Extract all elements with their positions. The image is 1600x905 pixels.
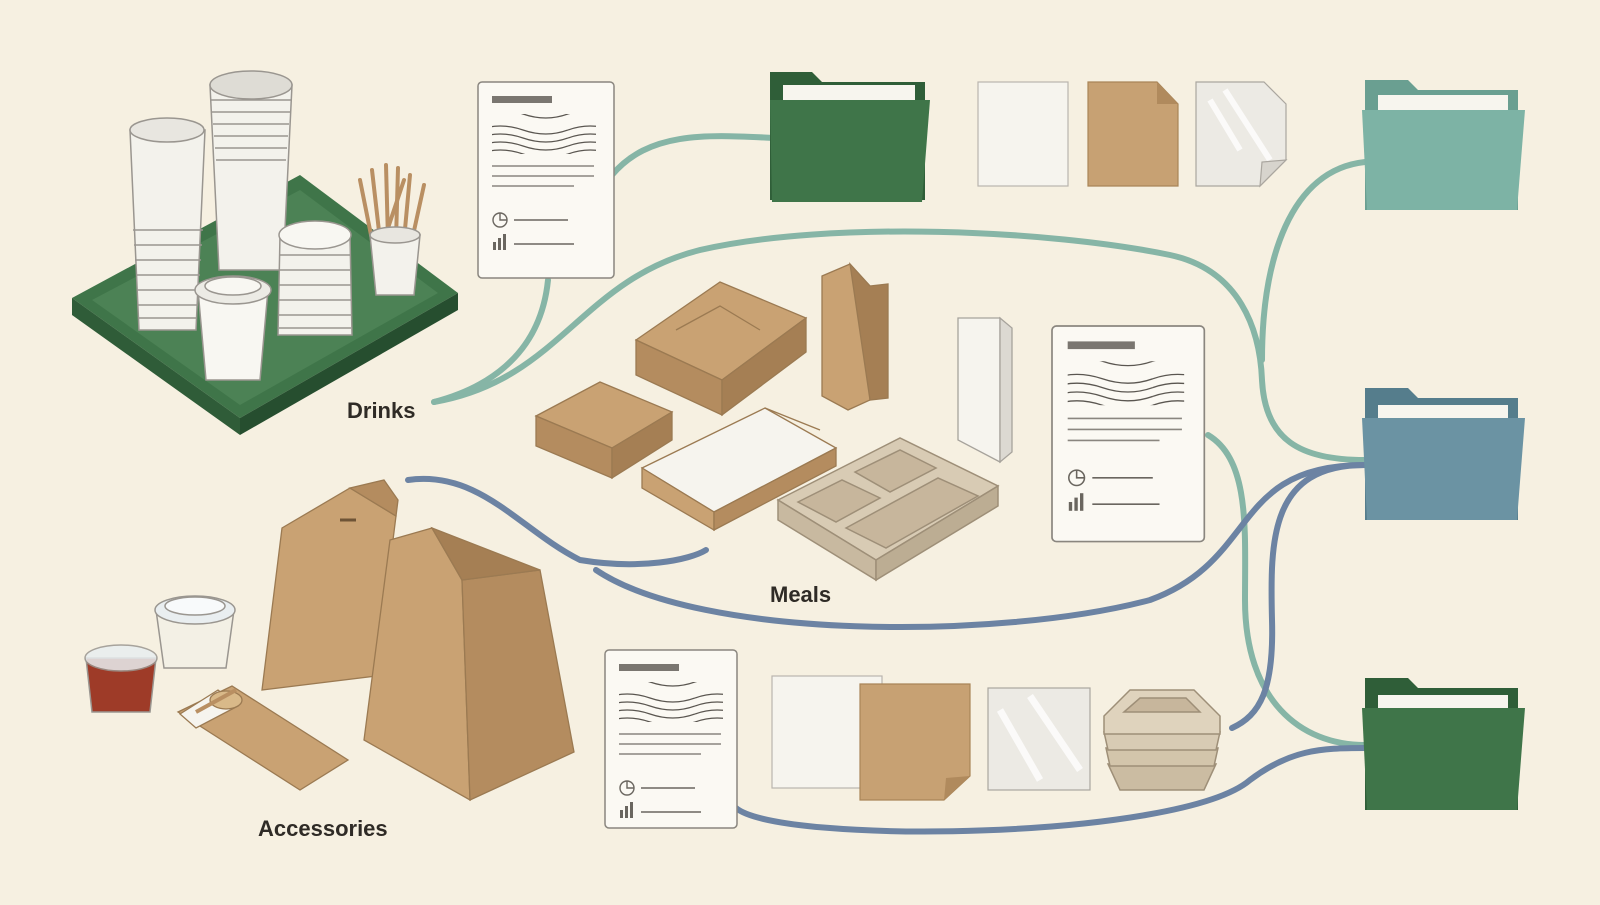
folder-icon [1362,80,1525,210]
flow-blue-to-mid-folder [593,462,1368,631]
document-icon [1051,325,1206,543]
kraft-swatch-icon [1087,81,1179,187]
straws-icon [358,163,426,296]
foil-swatch-icon [987,687,1091,791]
flow-lines [405,133,1368,835]
flow-doc2-to-bottom-folder [1205,432,1368,748]
sauce-cup-icon [154,595,236,669]
cutlery-pouch-icon [176,685,350,791]
flow-drinks-big-loop [431,228,1368,463]
flow-doc1-to-folder [609,133,778,178]
takeout-box-icon [534,381,674,480]
paper-swatch-icon [977,81,1069,187]
accessories-label: Accessories [258,816,388,841]
flow-up-to-teal-folder [1259,159,1368,363]
compartment-tray-icon [776,437,1000,582]
napkin-icon [957,316,1013,464]
folder-icon [1362,388,1525,520]
kraft-swatch-icon [859,683,971,801]
takeout-box-icon [634,281,808,417]
folder-icon [1362,678,1525,810]
bowl-stack-icon [1103,689,1221,791]
sauce-cup-icon [84,644,158,713]
document-icon [604,649,738,829]
folder-icon [770,72,930,202]
flow-blue-meals-loop [405,475,709,568]
drinks-label: Drinks [347,398,416,423]
document-icon [477,81,615,279]
flow-blue-down [1229,462,1368,731]
flow-doc3-to-bottom-folder [733,745,1368,835]
meals-label: Meals [770,582,832,607]
paper-cups-icon [129,70,353,381]
paper-bag-icon [261,479,399,691]
takeout-box-icon [640,407,838,532]
paper-bag-icon [363,526,575,802]
foil-swatch-icon [1195,81,1288,188]
paper-bag-icon [821,261,889,411]
